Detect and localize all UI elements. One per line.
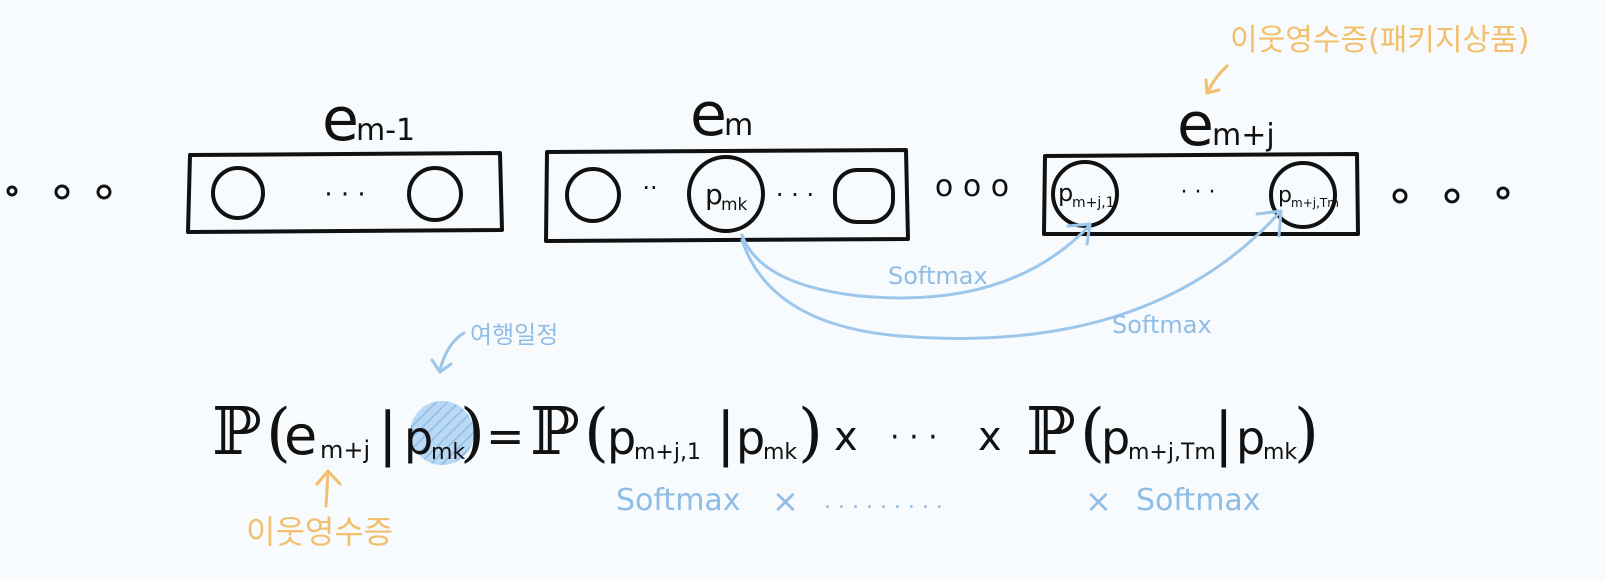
first-item-node-circle: [1051, 160, 1119, 228]
annotation-arrowhead-icon: [1204, 78, 1221, 95]
svg-text:e: e: [1177, 90, 1214, 160]
travel-schedule-arrow-icon: [438, 331, 466, 372]
box-dots: · · ·: [1181, 180, 1216, 205]
item-node-circle: [407, 166, 463, 222]
first-item-label: p m+j,1: [1058, 179, 1115, 211]
event-box-next: p m+j,1 · · · p m+j,Tm: [1042, 152, 1360, 236]
softmax-product-row: Softmax × . . . . . . . . . × Softmax: [616, 482, 1261, 520]
svg-text:p: p: [705, 178, 723, 211]
svg-text:m+j,Tm: m+j,Tm: [1291, 196, 1339, 210]
svg-text:p: p: [607, 411, 636, 465]
svg-text:p: p: [1278, 183, 1292, 208]
svg-text:ℙ: ℙ: [1026, 393, 1076, 470]
neighbor-package-annotation: 이웃영수증(패키지상품): [1230, 23, 1529, 58]
svg-text:p: p: [404, 411, 433, 465]
svg-text:e: e: [284, 404, 317, 467]
event-box-current: ·· p mk · · ·: [544, 148, 910, 243]
probability-equation: ℙ ( e m+j | p mk ) = ℙ ( p m+j,1 | p mk …: [212, 393, 1319, 470]
event-label-prev: e m-1: [322, 85, 415, 155]
svg-text:): ): [460, 396, 485, 470]
svg-text:p: p: [1236, 411, 1265, 465]
travel-schedule-arrowhead-icon: [430, 358, 453, 374]
right-ellipsis-dots: [1392, 186, 1510, 204]
svg-text:m+j,Tm: m+j,Tm: [1128, 440, 1216, 465]
svg-text:|: |: [1214, 400, 1234, 468]
item-node-circle: [211, 166, 265, 220]
svg-text:e: e: [690, 80, 727, 150]
box-dots: · · ·: [776, 181, 814, 209]
prob-symbol: ℙ: [212, 393, 262, 470]
svg-text:m+j,1: m+j,1: [634, 440, 701, 465]
svg-text:. . . . . . . . .: . . . . . . . . .: [824, 489, 943, 514]
item-node-circle: [833, 168, 895, 224]
softmax-arrows: [740, 209, 1283, 340]
svg-text:m+j: m+j: [1212, 118, 1275, 153]
annotation-arrow-icon: [1206, 64, 1229, 94]
last-item-label: p m+j,Tm: [1278, 183, 1339, 210]
svg-text:· · ·: · · ·: [890, 420, 938, 455]
svg-text:ℙ: ℙ: [530, 393, 580, 470]
svg-text:m+j: m+j: [320, 436, 370, 464]
svg-text:×: ×: [772, 482, 799, 520]
event-label-next: e m+j: [1177, 90, 1275, 160]
svg-text:mk: mk: [1263, 440, 1297, 465]
svg-text:|: |: [378, 400, 398, 468]
svg-text:=: =: [486, 409, 525, 463]
neighbor-receipt-annotation: 이웃영수증: [246, 513, 393, 551]
box-dots: · · ·: [324, 180, 365, 210]
svg-text:|: |: [716, 400, 736, 468]
middle-ellipsis-dots: o o o: [935, 169, 1009, 204]
svg-text:mk: mk: [431, 440, 465, 465]
svg-text:x: x: [834, 414, 858, 460]
svg-text:mk: mk: [763, 440, 797, 465]
svg-text:×: ×: [1085, 482, 1112, 520]
event-label-current: e m: [690, 80, 753, 150]
svg-text:p: p: [1058, 179, 1073, 207]
svg-text:): ): [798, 396, 823, 470]
item-node-circle: [565, 167, 621, 223]
svg-text:p: p: [1101, 411, 1130, 465]
svg-text:(: (: [584, 396, 609, 470]
softmax-label-lower: Softmax: [1112, 311, 1212, 339]
svg-text:x: x: [978, 414, 1002, 460]
svg-text:Softmax: Softmax: [616, 483, 741, 518]
neighbor-receipt-arrowhead-icon: [315, 469, 342, 486]
neighbor-receipt-arrow-icon: [324, 470, 330, 508]
target-item-node-circle: [687, 155, 765, 233]
svg-text:p: p: [736, 411, 765, 465]
svg-text:(: (: [266, 396, 291, 470]
svg-text:m+j,1: m+j,1: [1072, 195, 1115, 211]
svg-text:): ): [1294, 396, 1319, 470]
svg-text:m: m: [724, 108, 753, 143]
target-item-label: p mk: [705, 178, 748, 215]
svg-text:(: (: [1080, 396, 1105, 470]
box-dots-short: ··: [642, 174, 657, 202]
softmax-label-upper: Softmax: [888, 262, 988, 290]
svg-text:m-1: m-1: [356, 113, 415, 148]
svg-text:mk: mk: [721, 195, 748, 215]
target-item-highlight: [410, 401, 474, 465]
svg-text:e: e: [322, 85, 359, 155]
travel-schedule-annotation: 여행일정: [470, 321, 558, 349]
left-ellipsis-dots: [6, 184, 112, 200]
event-box-prev: · · ·: [186, 151, 504, 234]
svg-text:Softmax: Softmax: [1136, 483, 1261, 518]
last-item-node-circle: [1269, 161, 1337, 229]
